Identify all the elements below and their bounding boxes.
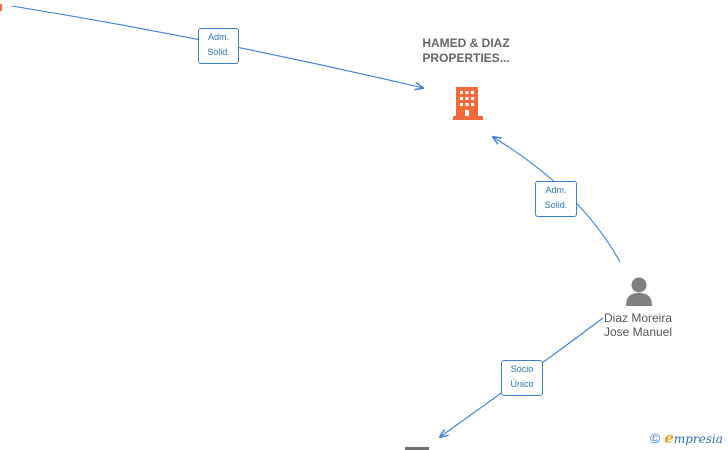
edge-label-socio-unico: Socio Único xyxy=(501,360,543,396)
edge-label-line2: Solid. xyxy=(544,200,568,210)
person-name-line2: Jose Manuel xyxy=(603,325,673,339)
person-icon[interactable] xyxy=(626,277,652,307)
building-icon[interactable] xyxy=(453,87,483,120)
logo-e: e xyxy=(664,429,674,447)
copyright-footer: ©empresia xyxy=(650,429,723,447)
offscreen-node-top-left[interactable] xyxy=(0,4,2,11)
edge-label-adm-solid-1: Adm. Solid. xyxy=(198,28,239,64)
company-name-label[interactable]: HAMED & DIAZ PROPERTIES... xyxy=(422,36,510,65)
edge-label-line1: Adm. xyxy=(207,32,229,42)
edge-label-adm-solid-2: Adm. Solid. xyxy=(535,181,577,217)
edge-label-line2: Solid. xyxy=(207,47,230,57)
empresia-logo[interactable]: empresia xyxy=(664,429,723,447)
copyright-symbol: © xyxy=(650,430,661,446)
edge-label-line1: Socio xyxy=(510,364,534,374)
edge-label-line2: Único xyxy=(510,379,534,389)
person-name-line1: Diaz Moreira xyxy=(603,311,672,325)
logo-rest: mpresia xyxy=(673,432,723,446)
edge-label-line1: Adm. xyxy=(545,185,567,195)
offscreen-node-bottom[interactable] xyxy=(405,447,429,450)
person-name-label[interactable]: Diaz Moreira Jose Manuel xyxy=(588,311,688,339)
